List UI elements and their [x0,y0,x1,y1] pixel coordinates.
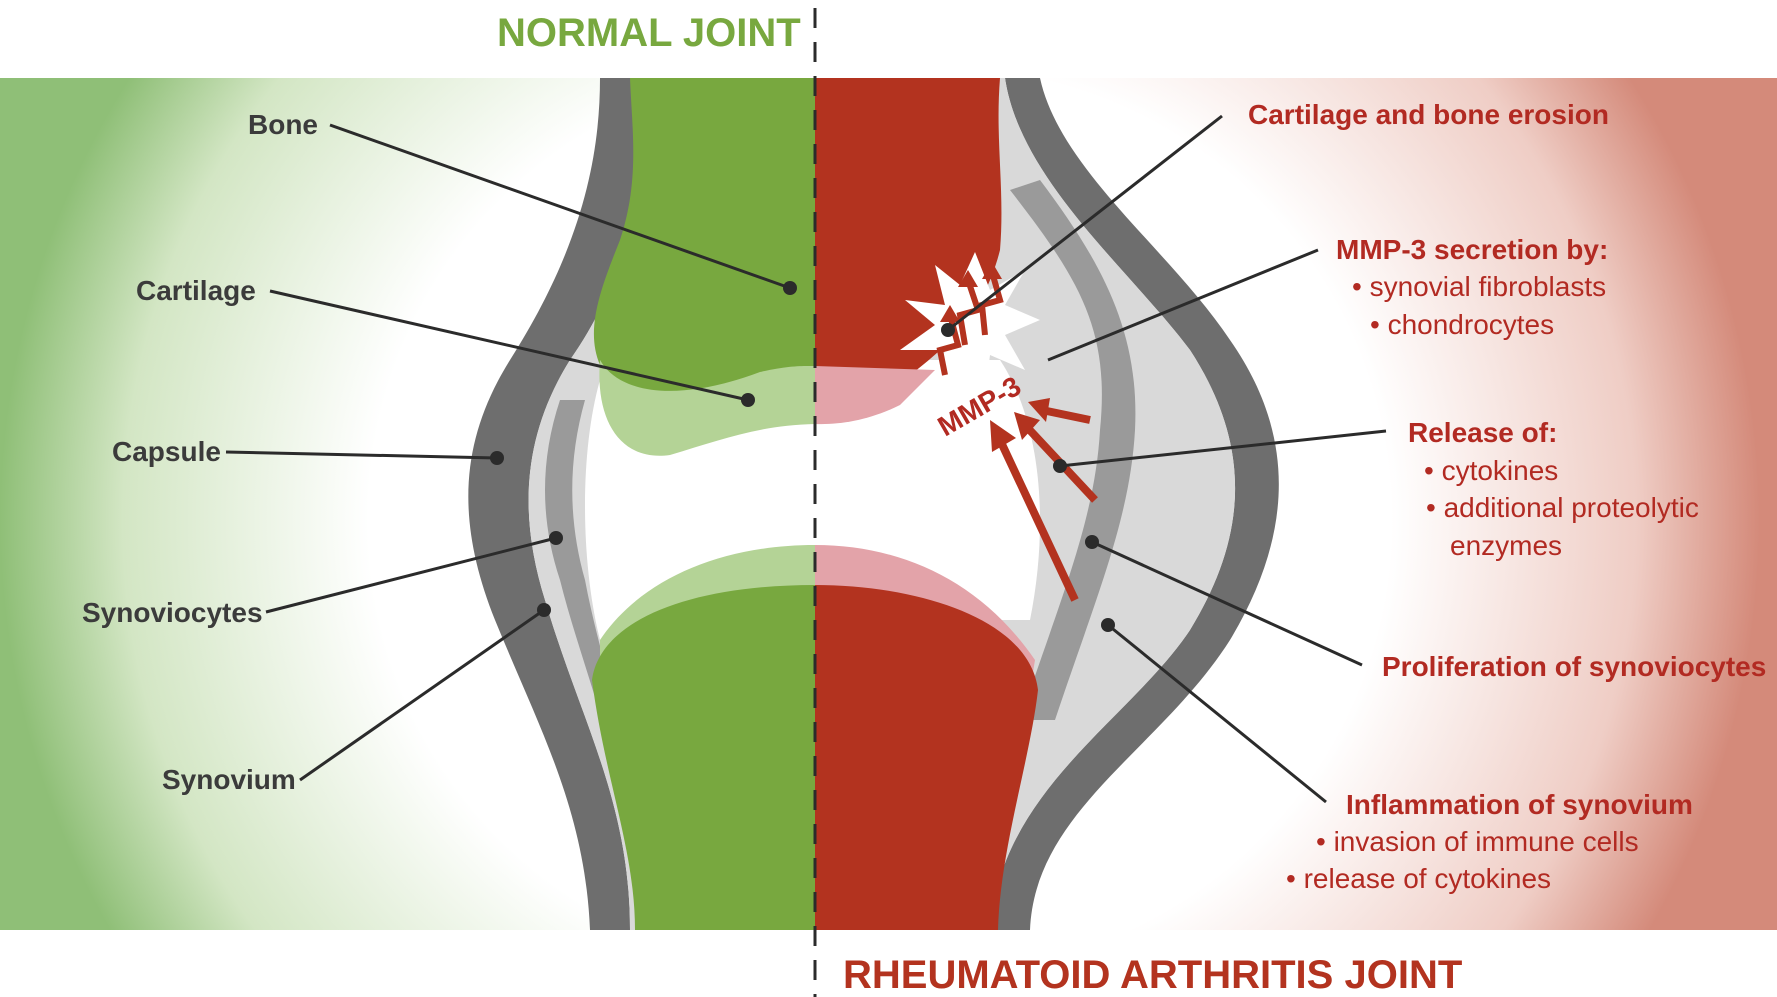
inflammation-dot [1101,618,1115,632]
release-item-1: • cytokines [1424,455,1558,486]
proliferation-title: Proliferation of synoviocytes [1382,651,1766,682]
release-dot [1053,459,1067,473]
mmp3-item-2: • chondrocytes [1370,309,1554,340]
synoviocytes-label: Synoviocytes [82,597,263,628]
inflammation-item-2: • release of cytokines [1286,863,1551,894]
cartilage-dot [741,393,755,407]
normal-joint-title: NORMAL JOINT [497,11,801,55]
bone-label: Bone [248,109,318,140]
release-item-2: • additional proteolytic [1426,492,1699,523]
release-item-3: enzymes [1450,530,1562,561]
synovium-dot [537,603,551,617]
capsule-dot [490,451,504,465]
proliferation-dot [1085,535,1099,549]
synovium-label: Synovium [162,764,296,795]
erosion-title: Cartilage and bone erosion [1248,99,1609,130]
inflammation-item-1: • invasion of immune cells [1316,826,1639,857]
erosion-dot [941,323,955,337]
release-title: Release of: [1408,417,1557,448]
capsule-label: Capsule [112,436,221,467]
synoviocytes-dot [549,531,563,545]
mmp3-item-1: • synovial fibroblasts [1352,271,1606,302]
ra-joint-title: RHEUMATOID ARTHRITIS JOINT [843,953,1462,997]
bone-dot [783,281,797,295]
cartilage-label: Cartilage [136,275,256,306]
mmp3-title: MMP-3 secretion by: [1336,234,1608,265]
inflammation-title: Inflammation of synovium [1346,789,1693,820]
